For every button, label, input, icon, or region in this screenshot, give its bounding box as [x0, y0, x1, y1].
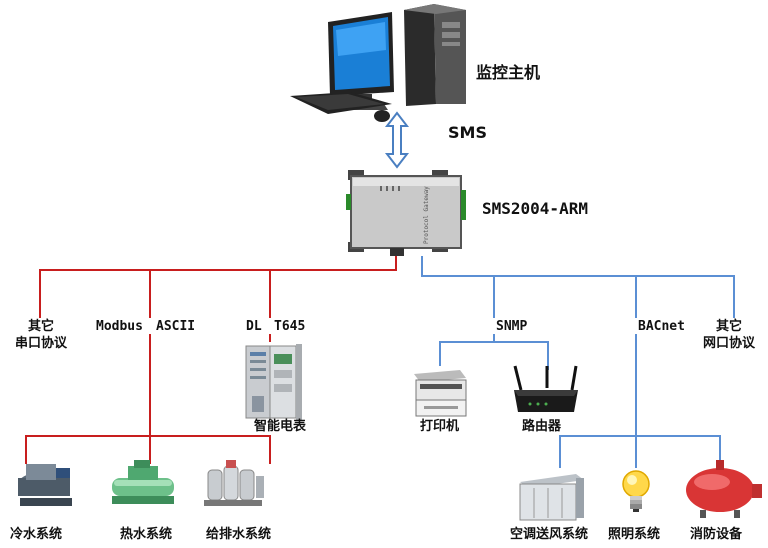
network-bus [421, 256, 735, 468]
serial-bus [25, 256, 397, 464]
smart-meter-label: 智能电表 [254, 419, 307, 434]
water-pump-icon [204, 460, 264, 506]
gateway-panel-text: Protocol Gateway [423, 186, 430, 244]
smart-meter-cabinet-icon [245, 344, 302, 420]
gateway-device-icon: Protocol Gateway [346, 170, 466, 256]
other-network-protocol-label: 其它 网口协议 [698, 318, 760, 352]
cold-water-label: 冷水系统 [10, 527, 63, 542]
hot-water-label: 热水系统 [120, 527, 173, 542]
snmp-label: SNMP [496, 319, 528, 334]
bacnet-label: BACnet [638, 319, 685, 334]
chiller-icon [18, 464, 72, 506]
fire-equipment-label: 消防设备 [690, 527, 743, 542]
t645-label: T645 [274, 319, 306, 334]
printer-label: 打印机 [420, 419, 460, 434]
other-network-line1: 其它 [715, 319, 742, 334]
other-serial-line2: 串口协议 [14, 336, 67, 351]
sms-protocol-label: SMS [448, 123, 487, 142]
router-label: 路由器 [522, 419, 562, 434]
water-supply-label: 给排水系统 [206, 527, 272, 542]
other-serial-line1: 其它 [27, 319, 54, 334]
other-network-line2: 网口协议 [702, 336, 755, 351]
lighting-label: 照明系统 [608, 527, 661, 542]
modbus-label: Modbus [96, 319, 143, 334]
other-serial-protocol-label: 其它 串口协议 [14, 318, 68, 352]
air-handling-label: 空调送风系统 [510, 527, 589, 542]
ascii-label: ASCII [156, 319, 196, 334]
dl-label: DL [246, 319, 262, 334]
double-arrow-icon [384, 111, 410, 169]
gateway-label: SMS2004-ARM [482, 199, 588, 218]
router-icon [513, 365, 578, 412]
printer-icon [414, 370, 467, 417]
host-label: 监控主机 [476, 63, 541, 82]
light-bulb-icon [622, 470, 650, 512]
hot-water-unit-icon [112, 460, 174, 504]
host-computer-icon [290, 4, 466, 122]
air-handling-unit-icon [519, 474, 584, 521]
fire-equipment-icon [686, 460, 762, 518]
